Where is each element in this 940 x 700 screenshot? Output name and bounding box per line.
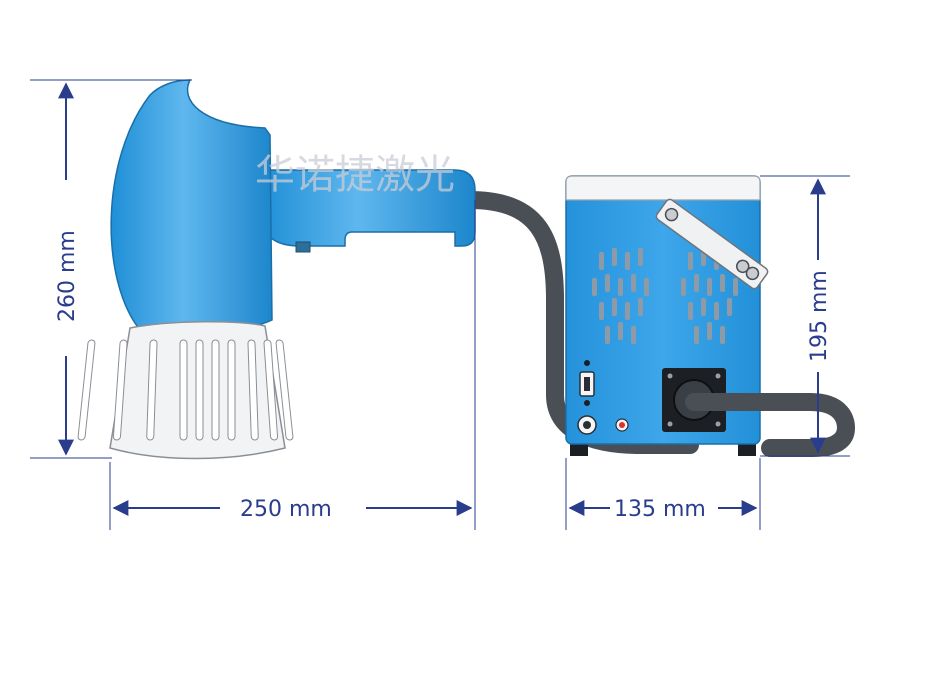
dimension-label-width-gun: 250 mm	[240, 497, 332, 522]
dimension-width-box: 135 mm	[568, 497, 758, 522]
dimension-width-gun: 250 mm	[112, 497, 473, 522]
grill-slots	[77, 339, 294, 441]
laser-gun	[77, 79, 476, 460]
dimension-label-height-gun: 260 mm	[55, 230, 80, 322]
box-lid	[565, 175, 761, 201]
screw-icon	[584, 400, 590, 406]
box-carry-handle	[655, 198, 769, 290]
dimension-height-gun: 260 mm	[55, 82, 80, 456]
dimension-label-height-box: 195 mm	[807, 270, 832, 362]
dimension-label-width-box: 135 mm	[614, 497, 706, 522]
control-box	[565, 175, 769, 456]
extension-lines	[30, 79, 850, 530]
watermark-text: 华诺捷激光	[255, 152, 455, 198]
box-vents-left	[592, 248, 649, 344]
screw-icon	[584, 360, 590, 366]
gun-head	[110, 79, 273, 334]
gun-handle	[261, 169, 476, 247]
gun-trigger	[295, 241, 311, 253]
dimension-height-box: 195 mm	[807, 178, 832, 454]
